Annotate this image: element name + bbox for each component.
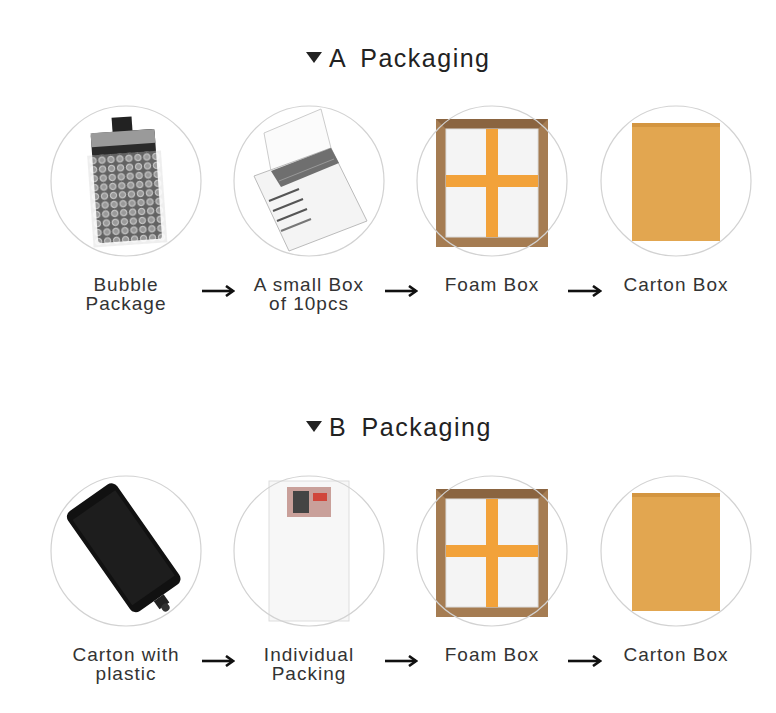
step-circle [234, 106, 384, 256]
step-circle [417, 106, 567, 256]
flow-arrow [202, 660, 233, 663]
step-caption: Foam Box [427, 645, 557, 664]
carton-box [632, 123, 720, 127]
foam-box [436, 489, 548, 499]
step-caption: Individual Packing [244, 645, 374, 683]
small-box [271, 148, 339, 187]
step-circle [601, 106, 751, 256]
step-circle [416, 105, 568, 257]
individual-pack [269, 481, 349, 621]
bubble-wrapped-screen [85, 115, 168, 248]
small-box [254, 148, 367, 251]
small-box [281, 219, 311, 231]
step-circle [601, 476, 751, 626]
step-circle [233, 475, 385, 627]
bubble-wrapped-screen [87, 150, 167, 247]
individual-pack [269, 481, 349, 621]
step-caption: A small Box of 10pcs [244, 275, 374, 313]
individual-pack [293, 491, 309, 513]
step-circle [600, 105, 752, 257]
packaging-step: Foam Box [416, 475, 568, 668]
foam-box [436, 119, 548, 129]
small-box [254, 109, 367, 251]
foam-box [436, 119, 548, 247]
carton-box [632, 123, 720, 241]
foam-box [436, 489, 548, 617]
step-circle [51, 476, 201, 626]
flow-arrow [568, 660, 600, 663]
foam-box [446, 499, 538, 607]
heading-marker [306, 421, 322, 432]
step-circle [50, 105, 202, 257]
packaging-step: A small Box of 10pcs [233, 105, 385, 317]
packaging-step: Foam Box [416, 105, 568, 298]
carton-box [632, 493, 720, 497]
screen-in-plastic [64, 481, 192, 628]
carton-box [632, 123, 720, 241]
step-circle [233, 105, 385, 257]
screen-in-plastic [64, 481, 183, 615]
step-circle [234, 476, 384, 626]
flow-arrow [568, 290, 600, 293]
bubble-wrapped-screen [91, 129, 156, 147]
carton-box [632, 493, 720, 611]
heading-marker [306, 52, 322, 63]
small-box [279, 159, 334, 181]
foam-box [436, 489, 548, 617]
flow-arrow [385, 660, 416, 663]
step-circle [417, 476, 567, 626]
small-box [269, 189, 299, 201]
packaging-step: Carton Box [600, 105, 752, 298]
step-caption: Carton Box [611, 645, 741, 664]
step-caption: Foam Box [427, 275, 557, 294]
step-circle [51, 106, 201, 256]
carton-box [632, 493, 720, 611]
individual-pack [313, 493, 327, 501]
foam-box [446, 175, 538, 187]
flow-arrow [385, 290, 416, 293]
step-circle [416, 475, 568, 627]
packaging-step: Bubble Package [50, 105, 202, 317]
step-circle [50, 475, 202, 627]
section-heading: B Packaging [329, 412, 492, 442]
small-box [277, 209, 307, 221]
packaging-step: Carton Box [600, 475, 752, 668]
individual-pack [287, 487, 331, 517]
step-circle [600, 475, 752, 627]
foam-box [436, 119, 548, 247]
small-box [273, 199, 303, 211]
step-caption: Carton Box [611, 275, 741, 294]
step-caption: Carton with plastic [61, 645, 191, 683]
bubble-wrapped-screen [87, 150, 167, 247]
step-caption: Bubble Package [61, 275, 191, 313]
foam-box [446, 545, 538, 557]
section-heading: A Packaging [329, 43, 491, 73]
packaging-step: Carton with plastic [50, 475, 202, 687]
screen-in-plastic [73, 490, 175, 605]
packaging-step: Individual Packing [233, 475, 385, 687]
foam-box [446, 129, 538, 237]
flow-arrow [202, 290, 233, 293]
